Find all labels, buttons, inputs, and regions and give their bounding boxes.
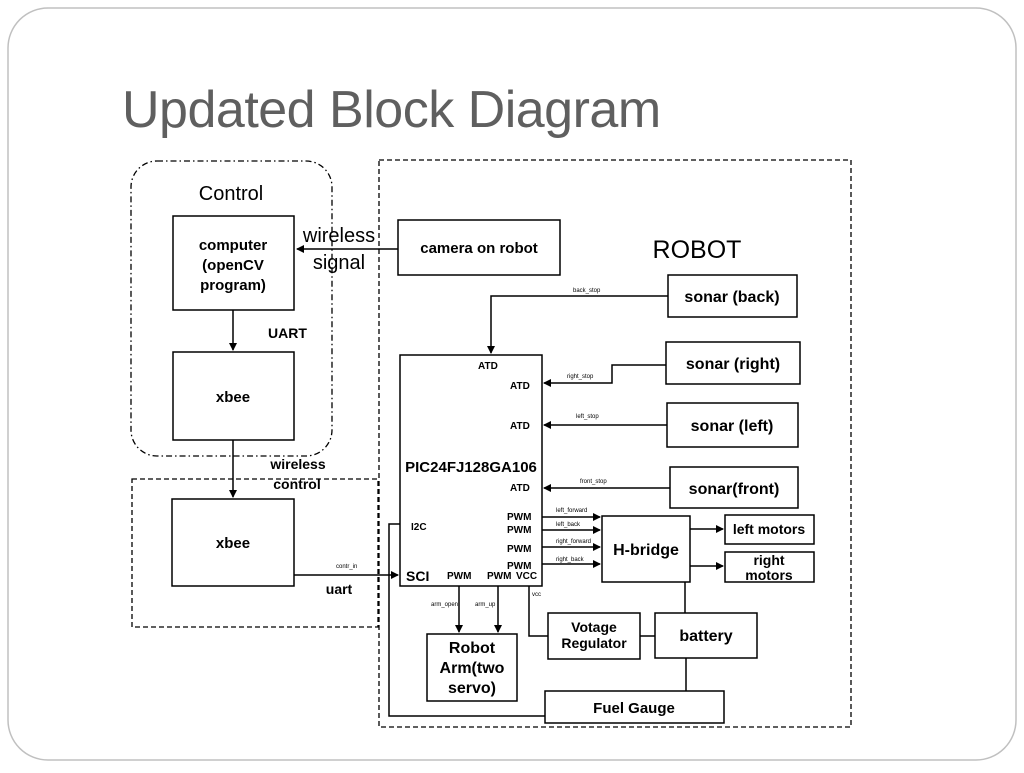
right-stop-label: right_stop [567,374,594,380]
wireless-signal-label-2: signal [313,252,365,274]
fuel-gauge-i2c-line [388,523,545,717]
vcc-line [528,586,548,637]
contr-in-label: contr_in [336,564,357,570]
pin-pwm-bottom-2: PWM [487,571,511,582]
xbee-bottom-label: xbee [216,535,250,552]
robot-arm-label-3: servo) [448,680,496,697]
robot-label: ROBOT [653,236,742,264]
sonar-right-label: sonar (right) [686,356,780,373]
camera-label: camera on robot [420,240,538,257]
regulator-block [547,612,641,660]
regulator-label-1: Votage [571,619,617,635]
fuel-gauge-label: Fuel Gauge [593,700,675,717]
sonar-right-arrow [543,364,666,387]
sonar-front-label: sonar(front) [689,481,780,498]
computer-block [172,215,295,311]
control-label: Control [199,183,263,205]
uart-bottom-label: uart [326,581,353,597]
sonar-back-label: sonar (back) [684,289,779,306]
mcu-label: PIC24FJ128GA106 [405,459,537,476]
left-back-label: left_back [556,522,581,528]
right-back-label: right_back [556,557,585,563]
xbee-top-label: xbee [216,389,250,406]
arm-up-label: arm_up [475,602,496,608]
left-stop-label: left_stop [576,414,599,420]
xbee-bottom-block [171,498,295,587]
front-stop-label: front_stop [580,479,607,485]
computer-label-3: program) [200,277,266,294]
left-motors-block [724,514,815,545]
computer-label-2: (openCV [202,257,264,274]
pin-atd-left: ATD [510,421,530,432]
pin-atd-top: ATD [478,361,498,372]
regulator-label-2: Regulator [561,635,627,651]
pin-atd-front: ATD [510,483,530,494]
right-motors-label-1: right [753,552,784,568]
sonar-front-block [669,466,799,509]
wireless-signal-label-1: wireless [302,225,375,247]
pin-atd-right: ATD [510,381,530,392]
vcc-label: vcc [532,592,541,598]
pin-pwm-4: PWM [507,561,531,572]
robot-arm-label-2: Arm(two [440,660,505,677]
sonar-back-block [667,274,798,318]
mcu-block [399,354,543,587]
pin-sci: SCI [406,568,429,584]
robot-group-outline [378,159,852,728]
slide-title: Updated Block Diagram [122,81,661,139]
computer-label-1: computer [199,237,268,254]
fuel-gauge-block [544,690,725,724]
pin-pwm-3: PWM [507,544,531,555]
right-motors-label-2: motors [745,567,793,583]
camera-block [397,219,561,276]
sonar-left-block [666,402,799,448]
control-group-outline [130,160,333,457]
hbridge-block [601,515,691,583]
sonar-back-arrow [487,295,668,354]
uart-top-label: UART [268,325,307,341]
remote-xbee-group-outline [131,478,379,628]
battery-label: battery [679,628,732,645]
wireless-control-label-2: control [273,476,320,492]
back-stop-label: back_stop [573,288,601,294]
pin-i2c: I2C [411,522,427,533]
robot-arm-label-1: Robot [449,640,496,657]
sonar-right-block [665,341,801,385]
pin-pwm-2: PWM [507,525,531,536]
left-motors-label: left motors [733,521,806,537]
robot-arm-block [426,633,518,702]
hbridge-label: H-bridge [613,542,679,559]
right-forward-label: right_forward [556,539,591,545]
pin-vcc: VCC [516,571,537,582]
left-forward-label: left_forward [556,508,587,514]
right-motors-block [724,551,815,583]
wireless-control-label-1: wireless [269,456,325,472]
arm-open-label: arm_open [431,602,458,608]
pin-pwm-bottom-1: PWM [447,571,471,582]
sonar-left-label: sonar (left) [691,418,774,435]
pin-pwm-1: PWM [507,512,531,523]
